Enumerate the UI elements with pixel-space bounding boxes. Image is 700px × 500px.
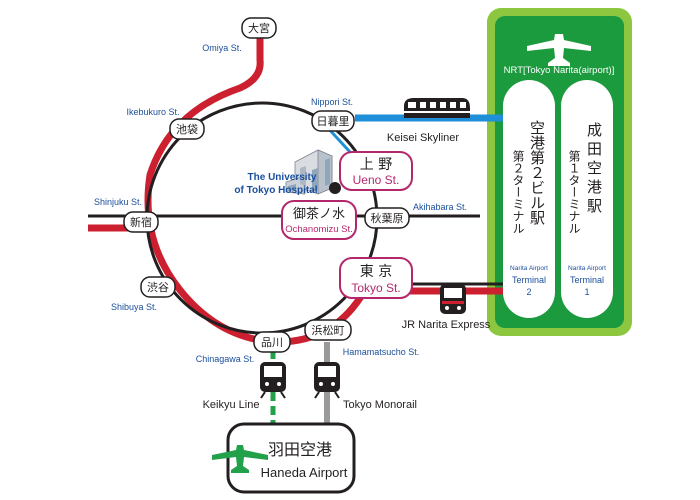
nippori-en: Nippori St. [311,97,353,107]
station-shinjuku: 新宿 [123,211,159,233]
shinagawa-en: Chinagawa St. [196,354,255,364]
haneda-ja: 羽田空港 [268,440,332,459]
haneda-en: Haneda Airport [261,465,348,480]
station-omiya: 大宮 [241,17,277,39]
station-hamamatsucho-ja: 浜松町 [312,323,345,337]
keisei-skyliner-train-icon [404,98,470,118]
station-akihabara: 秋葉原 [364,207,410,229]
station-ochanomizu-en: Ochanomizu St. [285,224,353,235]
monorail-icon [314,362,340,399]
red-ring-west [144,38,279,346]
hospital-label-line2: of Tokyo Hospital [234,185,317,196]
keisei-skyliner-label: Keisei Skyliner [387,132,459,144]
monorail-label: Tokyo Monorail [343,399,417,411]
station-ueno-ja: 上 野 [360,157,392,173]
terminal1-en-line3: 1 [584,287,589,297]
station-akihabara-ja: 秋葉原 [371,211,404,225]
station-ikebukuro-ja: 池袋 [176,122,198,136]
akihabara-en: Akihabara St. [413,202,467,212]
terminal1-en-line1: Narita Airport [568,265,606,272]
station-shibuya-ja: 渋谷 [147,281,169,294]
station-shinagawa-ja: 品川 [261,336,283,349]
station-tokyo-en: Tokyo St. [351,281,400,295]
terminal2-ja-sub: 第２ターミナル [511,150,525,234]
station-tokyo-ja: 東 京 [360,264,392,280]
shinjuku-en: Shinjuku St. [94,197,142,207]
landmark-university-hospital: The University of Tokyo Hospital [234,149,341,196]
station-shibuya: 渋谷 [140,276,176,298]
station-nippori-ja: 日暮里 [317,114,350,128]
terminal2-en-line2: Terminal [512,275,546,285]
hospital-building-icon [285,149,333,195]
station-ueno: 上 野 Ueno St. [339,151,413,191]
station-shinjuku-ja: 新宿 [130,215,152,229]
station-tokyo: 東 京 Tokyo St. [339,257,413,299]
haneda-airplane-icon [212,445,268,473]
terminal1-en-line2: Terminal [570,275,604,285]
narita-airport-panel: NRT[Tokyo Narita(airport)] 空港第２ビル駅 第２ターミ… [487,8,632,336]
station-ochanomizu: 御茶ノ水 Ochanomizu St. [281,200,357,240]
station-nippori: 日暮里 [311,110,355,132]
ikebukuro-en: Ikebukuro St. [126,107,179,117]
station-hamamatsucho: 浜松町 [304,319,352,341]
terminal1-ja-name: 成田空港駅 [585,122,603,217]
hospital-marker-dot [329,182,341,194]
keikyu-line-label: Keikyu Line [203,399,260,411]
airplane-icon [527,34,591,66]
shibuya-en: Shibuya St. [111,302,157,312]
hamamatsucho-en: Hamamatsucho St. [343,347,420,357]
omiya-en: Omiya St. [202,43,242,53]
station-ochanomizu-ja: 御茶ノ水 [293,206,345,222]
terminal1-box [561,80,613,318]
station-omiya-ja: 大宮 [248,21,270,35]
station-english-labels: Omiya St. Ikebukuro St. Shinjuku St. Shi… [94,43,467,364]
station-markers: 大宮 池袋 新宿 渋谷 品川 浜松町 日暮里 秋葉原 [123,17,413,353]
terminal2-ja-name: 空港第２ビル駅 [528,120,546,225]
station-ikebukuro: 池袋 [169,118,205,140]
terminal2-box [503,80,555,318]
narita-express-train-icon [440,284,466,314]
station-shinagawa: 品川 [253,331,291,353]
haneda-airport-box: 羽田空港 Haneda Airport [212,422,356,494]
terminal2-en-line3: 2 [526,287,531,297]
station-ueno-en: Ueno St. [353,173,400,187]
hospital-label-line1: The University [248,172,317,183]
terminal1-ja-sub: 第１ターミナル [567,150,581,234]
narita-express-label: JR Narita Express [402,319,491,331]
narita-label: NRT[Tokyo Narita(airport)] [504,65,615,76]
keikyu-train-icon [260,362,286,399]
terminal2-en-line1: Narita Airport [510,265,548,272]
